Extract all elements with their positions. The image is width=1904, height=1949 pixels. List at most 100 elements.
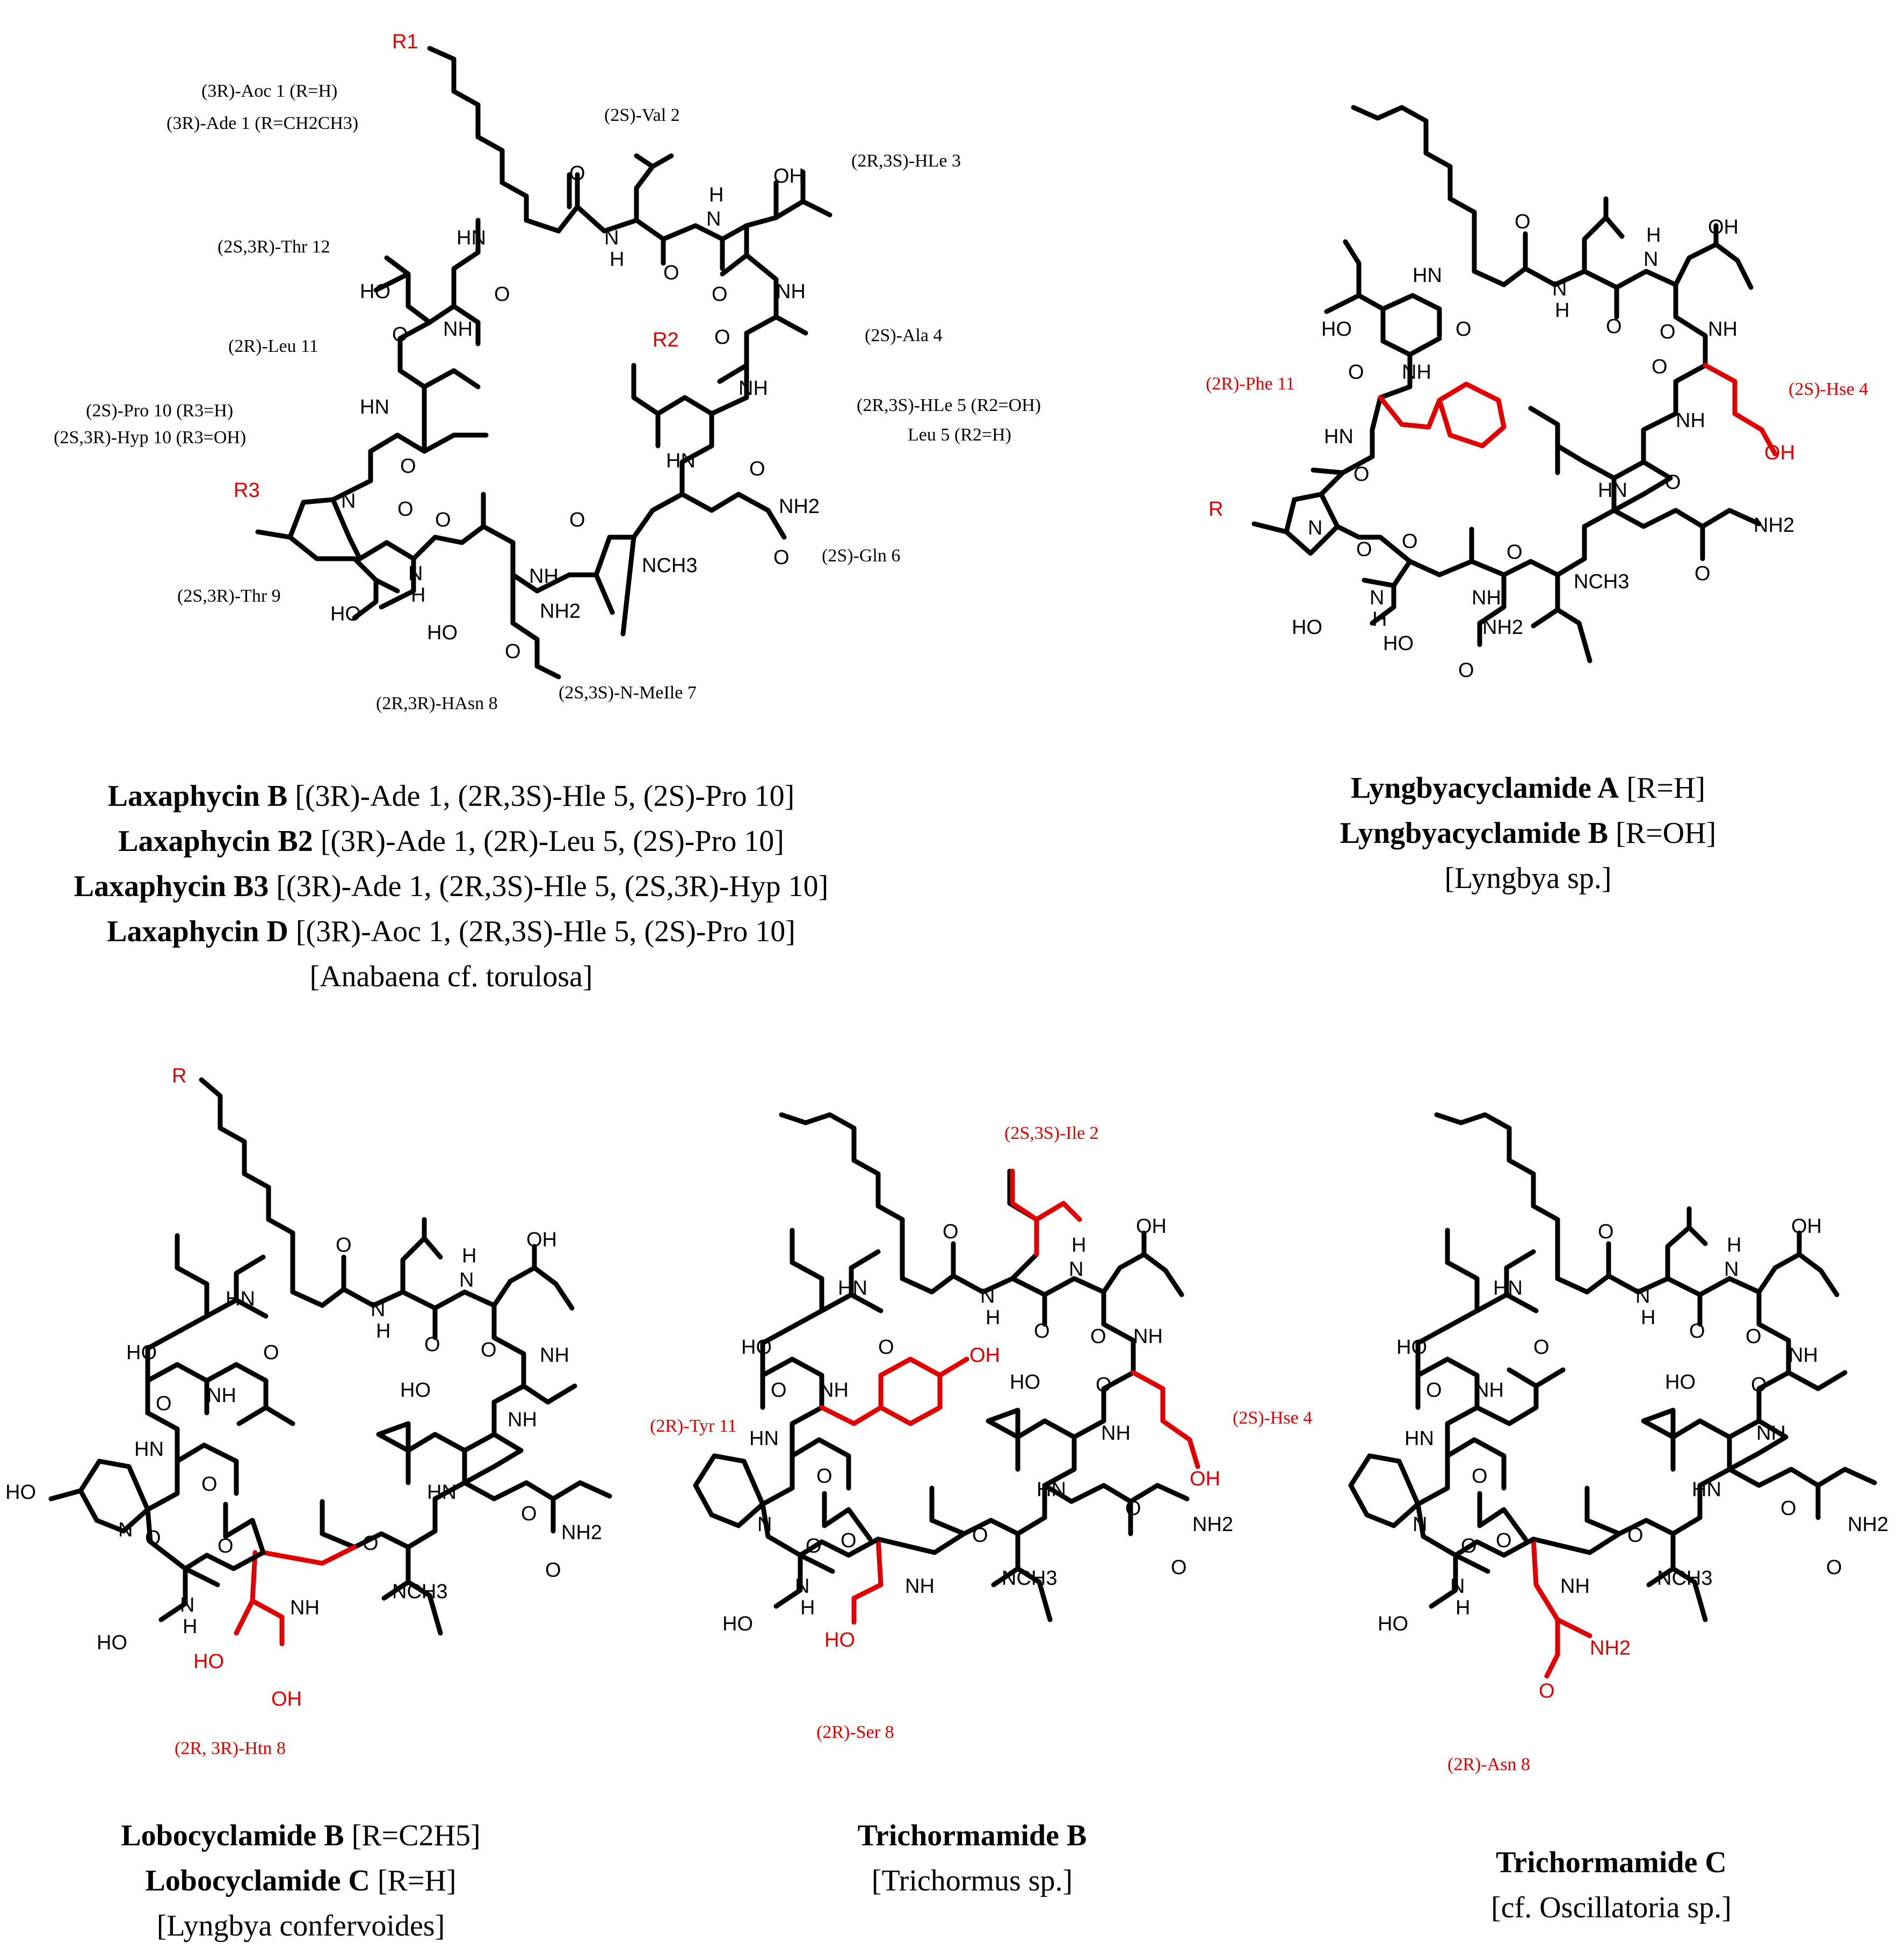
- caption-laxaphycin-b3: Laxaphycin B3 [(3R)-Ade 1, (2R,3S)-Hle 5…: [74, 870, 829, 903]
- hydroxyl-ho: HO: [126, 1341, 157, 1364]
- caption-lobocyclamide-b: Lobocyclamide B [R=C2H5]: [121, 1819, 481, 1852]
- hydroxyl-oh: OH: [1136, 1215, 1167, 1238]
- residue-label: Leu 5 (R2=H): [908, 425, 1011, 445]
- residue-label: (2R,3R)-HAsn 8: [376, 694, 498, 713]
- carbonyl-o: O: [1402, 530, 1418, 553]
- amine-nh2: NH2: [1482, 616, 1523, 639]
- caption-lyngbyacyclamide-b: Lyngbyacyclamide B [R=OH]: [1340, 817, 1717, 850]
- amide-h: H: [376, 1320, 390, 1342]
- amide-nh: HN: [749, 1427, 779, 1450]
- trichormamide-c-structure: [1348, 1112, 1877, 1679]
- carbonyl-o: O: [712, 283, 728, 306]
- carbonyl-o: O: [749, 458, 765, 480]
- residue-label: (2S,3S)-N-MeIle 7: [559, 683, 697, 703]
- amide-nh: NH: [443, 318, 473, 341]
- carbonyl-o: O: [1171, 1556, 1187, 1579]
- residue-label: (2S,3R)-Thr 9: [177, 586, 281, 606]
- carbonyl-o: O: [201, 1473, 218, 1496]
- carbonyl-o: O: [1780, 1497, 1797, 1520]
- r1-label: R1: [392, 31, 418, 53]
- amine-nh2: NH2: [1754, 514, 1794, 537]
- carbonyl-o: O: [400, 455, 416, 478]
- lyngbyacyclamide-structure: [1251, 105, 1778, 663]
- carbonyl-o: O: [771, 1379, 787, 1402]
- residue-label: (3R)-Ade 1 (R=CH2CH3): [166, 113, 358, 133]
- carbonyl-o: O: [816, 1465, 832, 1488]
- caption-source: [Lyngbya sp.]: [1444, 862, 1612, 895]
- carbonyl-o: O: [1496, 1529, 1512, 1552]
- amide-nh: NH: [529, 565, 559, 588]
- residue-label: (2S,3R)-Hyp 10 (R3=OH): [54, 428, 246, 447]
- amide-nh: NH: [1402, 361, 1431, 384]
- lobocyclamide-residue-labels: (2R, 3R)-Htn 8: [175, 1738, 286, 1758]
- hydroxyl-oh: OH: [1708, 216, 1739, 239]
- carbonyl-o: O: [569, 509, 585, 531]
- hydroxyl-oh: OH: [1764, 442, 1795, 464]
- amide-nh: NH: [1474, 1379, 1504, 1402]
- carbonyl-o: O: [943, 1221, 959, 1243]
- carbonyl-o: O: [1356, 538, 1372, 561]
- carbonyl-o: O: [841, 1529, 857, 1552]
- amide-h: H: [462, 1245, 476, 1267]
- residue-label: (2S,3S)-Ile 2: [1004, 1123, 1099, 1143]
- trichormamide-c-captions: Trichormamide C [cf. Oscillatoria sp.]: [1407, 1840, 1815, 1930]
- trichormamide-b-atoms: HN O N H H N OH HO O O O NH NH O OH HO O…: [722, 1215, 1233, 1651]
- carbonyl-o: O: [397, 498, 414, 521]
- carbonyl-o: O: [156, 1392, 172, 1415]
- residue-label: (2R)-Leu 11: [228, 336, 318, 356]
- residue-label: (2R)-Tyr 11: [650, 1416, 737, 1436]
- hydroxyl-oh: OH: [526, 1229, 557, 1251]
- carbonyl-o: O: [1826, 1556, 1842, 1579]
- carbonyl-o: O: [1515, 211, 1531, 233]
- caption-trichormamide-c: Trichormamide C: [1496, 1846, 1727, 1879]
- carbonyl-o: O: [1348, 361, 1364, 384]
- amide-n: N: [1552, 278, 1567, 300]
- caption-lyngbyacyclamide-a: Lyngbyacyclamide A [R=H]: [1350, 771, 1706, 805]
- proline-n: N: [341, 490, 356, 512]
- amide-n: N: [706, 208, 721, 230]
- residue-label: (2R)-Asn 8: [1447, 1755, 1530, 1774]
- caption-trichormamide-b: Trichormamide B: [857, 1819, 1087, 1852]
- carbonyl-o: O: [1539, 1680, 1555, 1702]
- amide-nh: HN: [134, 1438, 164, 1461]
- amide-h: H: [709, 184, 723, 206]
- carbonyl-o: O: [663, 262, 679, 284]
- amide-nh: NH: [1472, 587, 1501, 609]
- caption-laxaphycin-b: Laxaphycin B [(3R)-Ade 1, (2R,3S)-Hle 5,…: [107, 779, 795, 813]
- carbonyl-o: O: [1125, 1497, 1141, 1520]
- laxaphycin-atoms: R1 HN N H O H N OH O O NH HO O NH O O R2…: [234, 31, 820, 663]
- proline-n: N: [1413, 1513, 1427, 1536]
- carbonyl-o: O: [1426, 1379, 1442, 1402]
- caption-source: [Trichormus sp.]: [871, 1864, 1073, 1897]
- hydroxyl-ho: HO: [97, 1632, 127, 1654]
- hydroxyl-oh: OH: [1791, 1215, 1822, 1238]
- residue-label: (2R)-Phe 11: [1206, 374, 1295, 394]
- amide-nh: HN: [360, 396, 389, 418]
- trichormamide-b-structure: [693, 1112, 1200, 1625]
- lyngbyacyclamide-atoms: HN O N H H N OH O O NH HO O NH O O NH OH…: [1208, 211, 1795, 682]
- n-methyl: NCH3: [1002, 1567, 1057, 1590]
- amide-nh: HN: [457, 227, 486, 249]
- carbonyl-o: O: [145, 1527, 161, 1549]
- amide-nh: HN: [1324, 425, 1353, 448]
- carbonyl-o: O: [1746, 1325, 1762, 1348]
- amide-nh: HN: [1598, 479, 1627, 502]
- lobocyclamide-structure: [48, 1077, 612, 1647]
- carbonyl-o: O: [521, 1503, 537, 1525]
- amine-nh2: NH2: [561, 1521, 602, 1544]
- amide-n: N: [408, 562, 423, 585]
- amide-n: N: [1635, 1285, 1650, 1308]
- n-methyl: NCH3: [1574, 571, 1629, 593]
- hydroxyl-ho: HO: [427, 622, 458, 644]
- amide-h: H: [610, 248, 624, 271]
- carbonyl-o: O: [435, 509, 451, 531]
- carbonyl-o: O: [1533, 1336, 1550, 1359]
- laxaphycin-residue-labels: (3R)-Aoc 1 (R=H) (3R)-Ade 1 (R=CH2CH3) (…: [54, 81, 1041, 713]
- carbonyl-o: O: [1751, 1374, 1767, 1396]
- carbonyl-o: O: [505, 640, 521, 663]
- carbonyl-o: O: [1096, 1374, 1112, 1396]
- carbonyl-o: O: [545, 1559, 561, 1582]
- carbonyl-o: O: [494, 283, 510, 306]
- carbonyl-o: O: [336, 1234, 352, 1257]
- amide-n: N: [371, 1298, 385, 1321]
